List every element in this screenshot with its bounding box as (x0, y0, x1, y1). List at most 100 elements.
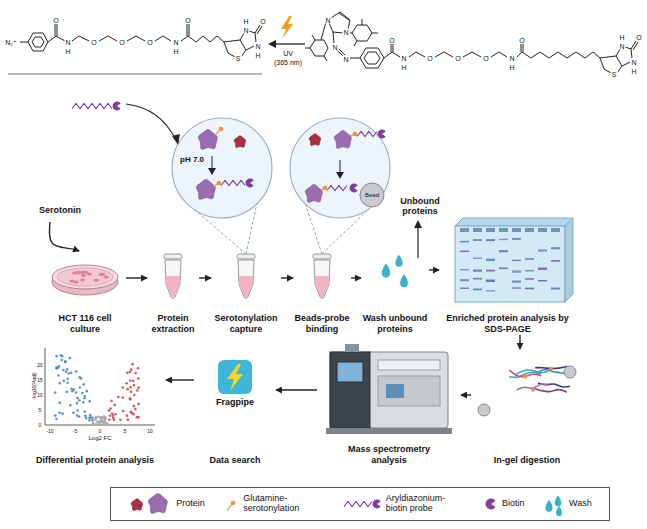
gel-band (460, 288, 469, 289)
data-point (85, 390, 88, 393)
illustration-part (372, 33, 378, 34)
data-point (64, 361, 67, 364)
illustration-part (378, 376, 440, 406)
annotation: Unbound proteins (394, 196, 446, 217)
flow-arrow (166, 379, 194, 380)
flow-arrow (519, 335, 520, 349)
atom-label: O (635, 34, 642, 41)
data-point (67, 372, 70, 375)
annotation: Bead (365, 192, 379, 198)
illustration-part (362, 19, 363, 25)
step-label: Serotonylation capture (212, 313, 280, 334)
gel-band (486, 270, 495, 272)
illustration-part (463, 52, 481, 57)
illustration-part (208, 168, 216, 175)
gel-band (525, 258, 534, 260)
atom-label: N (242, 27, 249, 34)
illustration-part (350, 58, 360, 59)
illustration-part (417, 226, 418, 258)
illustration-part (240, 33, 244, 40)
illustration-part (181, 36, 224, 42)
step-label: Enriched protein analysis by SDS-PAGE (445, 313, 570, 334)
probe-linker (221, 181, 245, 186)
axis-label: Log2 FC (88, 435, 111, 441)
atom-label: S (611, 71, 618, 78)
gel-band (486, 280, 495, 282)
protein-shape (196, 179, 215, 199)
axis-label: 20 (37, 363, 43, 368)
process-step: Serotonylation capture (212, 248, 280, 334)
illustration-part (360, 48, 384, 68)
data-point (69, 357, 72, 360)
illustration-part (227, 364, 243, 391)
biotin-shape (372, 500, 380, 509)
illustration-part (28, 33, 48, 51)
data-point (108, 418, 111, 421)
atom-label: O (388, 37, 395, 44)
data-point (132, 413, 135, 416)
illustration-part (622, 62, 630, 66)
process-step: FragpipeData search (195, 355, 275, 465)
gel-well (551, 228, 560, 232)
data-point (136, 389, 139, 392)
cell (81, 274, 86, 277)
illustration-part (414, 220, 422, 228)
illustration-part (57, 24, 58, 36)
data-point (55, 355, 58, 358)
gel-band (486, 239, 495, 241)
axis-label: 10 (37, 393, 43, 398)
illustration-part (224, 42, 235, 57)
tube-liquid (315, 276, 330, 297)
atom-label: N (630, 59, 637, 66)
annotation: UV (283, 50, 293, 57)
illustration-part (48, 36, 65, 42)
data-point (129, 379, 132, 382)
axis-label: 5 (39, 408, 42, 413)
illustration-part (521, 44, 522, 52)
data-point (78, 399, 81, 402)
illustration-part (155, 36, 171, 41)
data-point (79, 386, 82, 389)
data-point (92, 422, 95, 425)
data-point (81, 392, 84, 395)
tube-body (238, 260, 254, 299)
atom-label: N (342, 56, 349, 63)
data-point (134, 408, 137, 411)
gel-band (512, 260, 521, 261)
gel-band (499, 250, 508, 252)
process-step: Wash unbound proteins (362, 248, 428, 334)
illustration-part (354, 41, 357, 46)
illustration-part (455, 226, 565, 302)
data-point (111, 412, 114, 415)
protein-shape (334, 131, 351, 149)
data-point (66, 368, 69, 371)
gel-band (460, 279, 469, 281)
atom-label: H (618, 34, 625, 41)
illustration-part (333, 32, 334, 43)
data-point (94, 423, 97, 426)
gel-band (525, 278, 534, 280)
data-point (122, 410, 125, 413)
tube-body (314, 260, 330, 299)
serotonylation-dot (523, 375, 527, 379)
wash-drop (382, 264, 390, 278)
protein-shape (305, 185, 322, 203)
legend-symbol (128, 491, 172, 517)
serotonylation-dot (353, 132, 358, 137)
data-point (137, 367, 140, 370)
dish (52, 265, 118, 295)
atom-label: N (618, 43, 625, 50)
data-point (58, 382, 61, 385)
step-label: HCT 116 cell culture (55, 313, 115, 334)
serotonylation-dot (323, 186, 328, 191)
step-label: Serotonin (28, 205, 92, 215)
data-point (58, 401, 61, 404)
illustration-part (20, 42, 28, 43)
illustration-part (274, 43, 305, 44)
data-point (71, 390, 74, 393)
flow-arrow (281, 277, 293, 278)
axis-label: 15 (37, 378, 43, 383)
illustration-part (384, 52, 400, 58)
uv-arrow (268, 16, 305, 48)
